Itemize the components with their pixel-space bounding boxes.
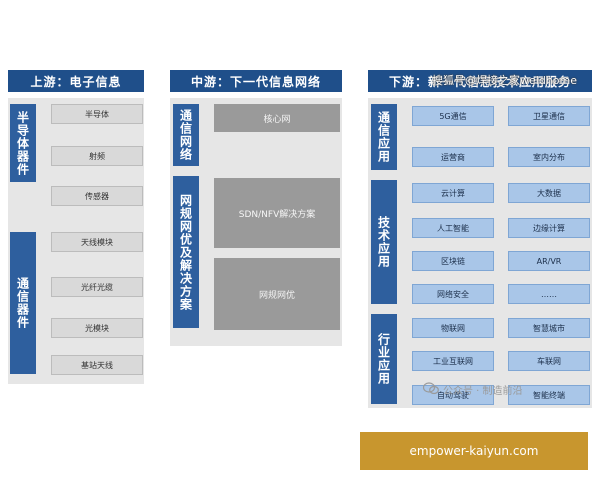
upstream-header: 上游：电子信息 bbox=[8, 70, 144, 92]
downstream-item: 区块链 bbox=[412, 251, 494, 271]
sohu-watermark: 搜狐号@焊接之家weldhome bbox=[432, 74, 577, 87]
midstream-header: 中游：下一代信息网络 bbox=[170, 70, 342, 92]
downstream-item: 大数据 bbox=[508, 183, 590, 203]
upstream-item: 半导体 bbox=[51, 104, 143, 124]
downstream-item: 室内分布 bbox=[508, 147, 590, 167]
downstream-item: 运营商 bbox=[412, 147, 494, 167]
midstream-item-core-network: 核心网 bbox=[214, 104, 340, 132]
downstream-group-label-technology: 技术应用 bbox=[371, 180, 397, 304]
downstream-item: AR/VR bbox=[508, 251, 590, 271]
upstream-group-label-semiconductor: 半导体器件 bbox=[10, 104, 36, 182]
upstream-group-label-communication: 通信器件 bbox=[10, 232, 36, 374]
downstream-group-label-communication: 通信应用 bbox=[371, 104, 397, 170]
upstream-item: 传感器 bbox=[51, 186, 143, 206]
downstream-item: 网络安全 bbox=[412, 284, 494, 304]
midstream-item-sdn-nfv: SDN/NFV解决方案 bbox=[214, 178, 340, 248]
wechat-watermark: 公众号 · 制造前沿 bbox=[422, 380, 523, 399]
downstream-item: 智慧城市 bbox=[508, 318, 590, 338]
downstream-item: 云计算 bbox=[412, 183, 494, 203]
brand-label[interactable]: empower-kaiyun.com bbox=[360, 432, 588, 470]
upstream-item: 射频 bbox=[51, 146, 143, 166]
downstream-header: 下游：新一代信息技术应用服务 bbox=[368, 70, 592, 92]
downstream-item: …… bbox=[508, 284, 590, 304]
downstream-item: 5G通信 bbox=[412, 106, 494, 126]
downstream-item: 车联网 bbox=[508, 351, 590, 371]
upstream-item: 光纤光缆 bbox=[51, 277, 143, 297]
downstream-item: 智能终端 bbox=[508, 385, 590, 405]
midstream-group-label-optimization: 网规网优及解决方案 bbox=[173, 176, 199, 328]
downstream-item: 自动驾驶 bbox=[412, 385, 494, 405]
upstream-item: 光模块 bbox=[51, 318, 143, 338]
downstream-item: 物联网 bbox=[412, 318, 494, 338]
wechat-icon bbox=[422, 380, 439, 399]
downstream-group-label-industry: 行业应用 bbox=[371, 314, 397, 404]
wechat-watermark-text: 公众号 · 制造前沿 bbox=[443, 386, 523, 397]
midstream-item-network-planning: 网规网优 bbox=[214, 258, 340, 330]
upstream-item: 基站天线 bbox=[51, 355, 143, 375]
downstream-item: 工业互联网 bbox=[412, 351, 494, 371]
upstream-item: 天线模块 bbox=[51, 232, 143, 252]
downstream-item: 边缘计算 bbox=[508, 218, 590, 238]
downstream-item: 卫星通信 bbox=[508, 106, 590, 126]
downstream-item: 人工智能 bbox=[412, 218, 494, 238]
midstream-group-label-network: 通信网络 bbox=[173, 104, 199, 166]
